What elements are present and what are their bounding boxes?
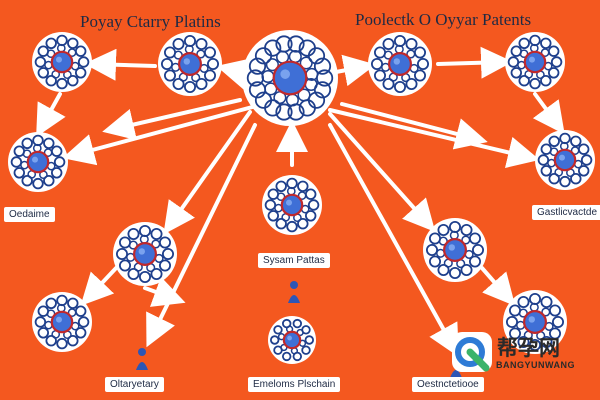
watermark-logo-icon	[452, 332, 492, 372]
flow-arrow	[62, 104, 258, 166]
watermark-subtitle: BANGYUNWANG	[496, 360, 575, 370]
cell-icon	[505, 32, 565, 92]
cell-icon	[503, 290, 567, 354]
flow-arrow	[163, 110, 252, 235]
cell-icon	[158, 32, 222, 96]
flow-arrow	[143, 276, 186, 307]
title-left: Poyay Ctarry Platins	[80, 12, 221, 31]
figures-layer	[136, 281, 462, 378]
label-obstruction: Oestnctetiooe	[412, 377, 484, 392]
label-emotional: Emeloms Plschain	[248, 377, 341, 392]
cell-icon	[242, 30, 338, 126]
watermark-title: 帮孕网	[497, 336, 560, 360]
cell-icon	[113, 222, 177, 286]
cell-icon	[423, 218, 487, 282]
flow-arrow	[328, 123, 459, 357]
flow-arrow	[480, 266, 516, 307]
flow-arrow	[84, 48, 157, 81]
cell-icon	[32, 32, 92, 92]
cell-icon	[535, 130, 595, 190]
label-ovary: Oltaryetary	[105, 377, 164, 392]
cell-icon	[268, 316, 316, 364]
human-figure-icon	[288, 281, 300, 303]
flow-arrow	[334, 54, 376, 87]
flow-arrow	[36, 92, 66, 137]
cell-icon	[368, 32, 432, 96]
flow-arrow	[328, 108, 540, 169]
watermark: 帮孕网 BANGYUNWANG	[450, 330, 590, 375]
cell-icon	[32, 292, 92, 352]
flow-arrow	[532, 92, 565, 135]
flow-arrow	[436, 46, 513, 79]
title-right: Poolectk O Oyyar Patents	[355, 10, 532, 29]
flow-arrow	[340, 102, 488, 150]
human-figure-icon	[136, 348, 148, 370]
cell-icon	[262, 175, 322, 235]
label-gastric: Gastlicvactde	[532, 205, 600, 220]
flow-arrow	[328, 112, 436, 232]
arrows-layer	[36, 46, 565, 357]
cells-layer	[8, 30, 595, 364]
label-oedema: Oedaime	[4, 207, 55, 222]
flow-arrow	[80, 264, 120, 306]
label-systemic: Sysam Pattas	[258, 253, 330, 268]
flow-arrow	[102, 98, 242, 141]
cell-icon	[8, 132, 68, 192]
